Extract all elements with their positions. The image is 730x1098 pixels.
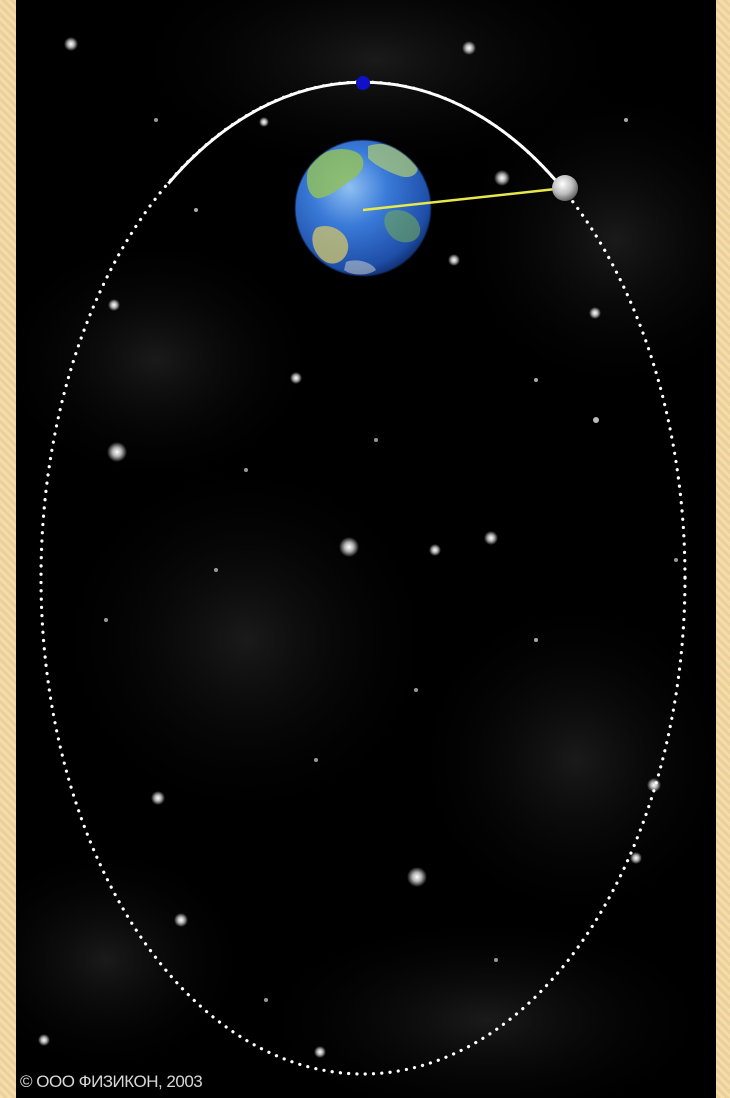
earth-icon (295, 140, 431, 276)
orbit-diagram (16, 0, 716, 1098)
copyright-label: © ООО ФИЗИКОН, 2003 (20, 1072, 202, 1092)
satellite-icon (552, 175, 578, 201)
orbit-simulation-panel: © ООО ФИЗИКОН, 2003 (16, 0, 716, 1098)
perigee-marker-icon (356, 76, 370, 90)
